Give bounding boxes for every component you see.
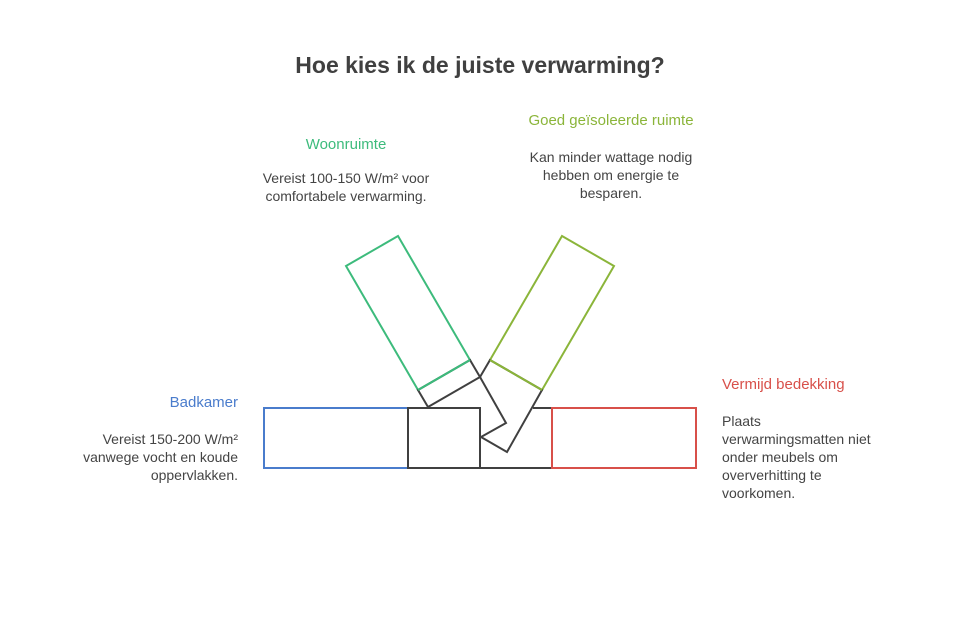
woonruimte-description: Vereist 100-150 W/m² voor comfortabele v… [226, 169, 466, 205]
desc-line: onder meubels om [722, 449, 838, 465]
desc-line: comfortabele verwarming. [265, 188, 427, 204]
geisoleerd-arm [488, 234, 616, 392]
badkamer-bar [263, 407, 409, 469]
desc-line: hebben om energie te [542, 167, 680, 183]
desc-line: oppervlakken. [150, 467, 238, 483]
badkamer-description: Vereist 150-200 W/m² vanwege vocht en ko… [48, 430, 238, 484]
center-left-block [407, 407, 481, 469]
bedekking-description: Plaats verwarmingsmatten niet onder meub… [722, 412, 922, 502]
badkamer-label: Badkamer [169, 394, 238, 411]
desc-line: besparen. [579, 185, 643, 201]
geisoleerd-description: Kan minder wattage nodig hebben om energ… [496, 148, 726, 202]
desc-line: Vereist 150-200 W/m² [102, 431, 238, 447]
desc-line: Kan minder wattage nodig [529, 149, 693, 165]
desc-line: oververhitting te [722, 467, 822, 483]
desc-line: vanwege vocht en koude [83, 449, 238, 465]
desc-line: voorkomen. [722, 485, 796, 501]
woonruimte-arm [344, 234, 472, 392]
page-title: Hoe kies ik de juiste verwarming? [295, 52, 665, 78]
bedekking-label: Vermijd bedekking [722, 376, 845, 393]
desc-line: Vereist 100-150 W/m² voor [262, 170, 430, 186]
geisoleerd-connector [478, 358, 544, 454]
bedekking-bar [551, 407, 697, 469]
desc-line: verwarmingsmatten niet [722, 431, 871, 447]
geisoleerd-label: Goed geïsoleerde ruimte [528, 112, 694, 129]
woonruimte-label: Woonruimte [305, 136, 387, 153]
desc-line: Plaats [722, 413, 761, 429]
